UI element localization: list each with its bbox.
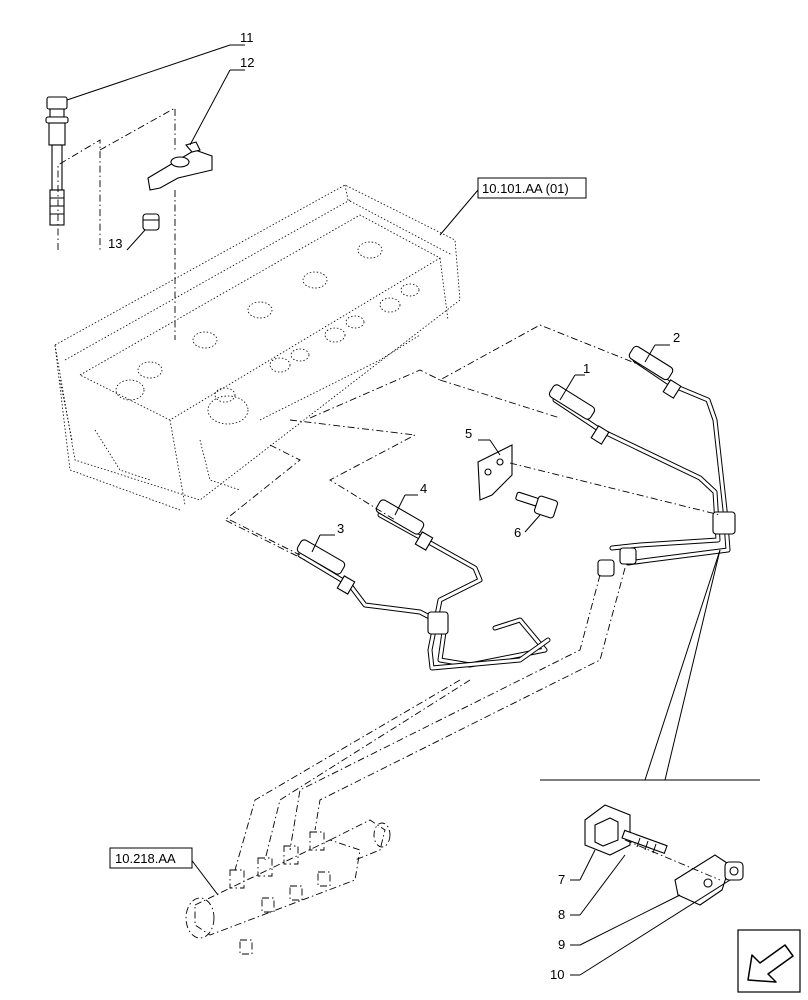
reference-cylinder-head-label: 10.101.AA (01) bbox=[482, 181, 569, 196]
callout-1: 1 bbox=[583, 361, 590, 376]
valve-bores bbox=[115, 241, 420, 425]
callout-9: 9 bbox=[558, 937, 565, 952]
callout-7: 7 bbox=[558, 872, 565, 887]
callout-3: 3 bbox=[337, 521, 344, 536]
callout-13: 13 bbox=[108, 236, 122, 251]
callout-8: 8 bbox=[558, 907, 565, 922]
arrow-icon[interactable] bbox=[737, 929, 801, 993]
clamp-12 bbox=[147, 141, 213, 191]
nut-13 bbox=[142, 213, 160, 231]
bracket-5 bbox=[477, 444, 513, 501]
callout-11: 11 bbox=[240, 30, 254, 45]
callout-4: 4 bbox=[420, 481, 427, 496]
callout-12: 12 bbox=[240, 55, 254, 70]
callout-6: 6 bbox=[514, 525, 521, 540]
clamp-9 bbox=[674, 854, 731, 906]
bolt-6 bbox=[515, 491, 559, 519]
fuel-pipe-3-4 bbox=[296, 499, 551, 671]
callout-5: 5 bbox=[465, 426, 472, 441]
callout-2: 2 bbox=[673, 330, 680, 345]
nut-10 bbox=[724, 861, 744, 881]
cylinder-head bbox=[54, 184, 461, 511]
clamp-7 bbox=[584, 804, 631, 856]
reference-fuel-rail-label: 10.218.AA bbox=[115, 851, 176, 866]
reference-cylinder-head[interactable]: 10.101.AA (01) bbox=[477, 177, 587, 199]
fuel-pipe-1-2 bbox=[548, 345, 736, 577]
bolt-11 bbox=[45, 96, 69, 226]
callout-10: 10 bbox=[550, 967, 564, 982]
reference-fuel-rail[interactable]: 10.218.AA bbox=[109, 847, 193, 869]
bolt-8 bbox=[621, 829, 668, 854]
fuel-rail bbox=[185, 819, 391, 955]
